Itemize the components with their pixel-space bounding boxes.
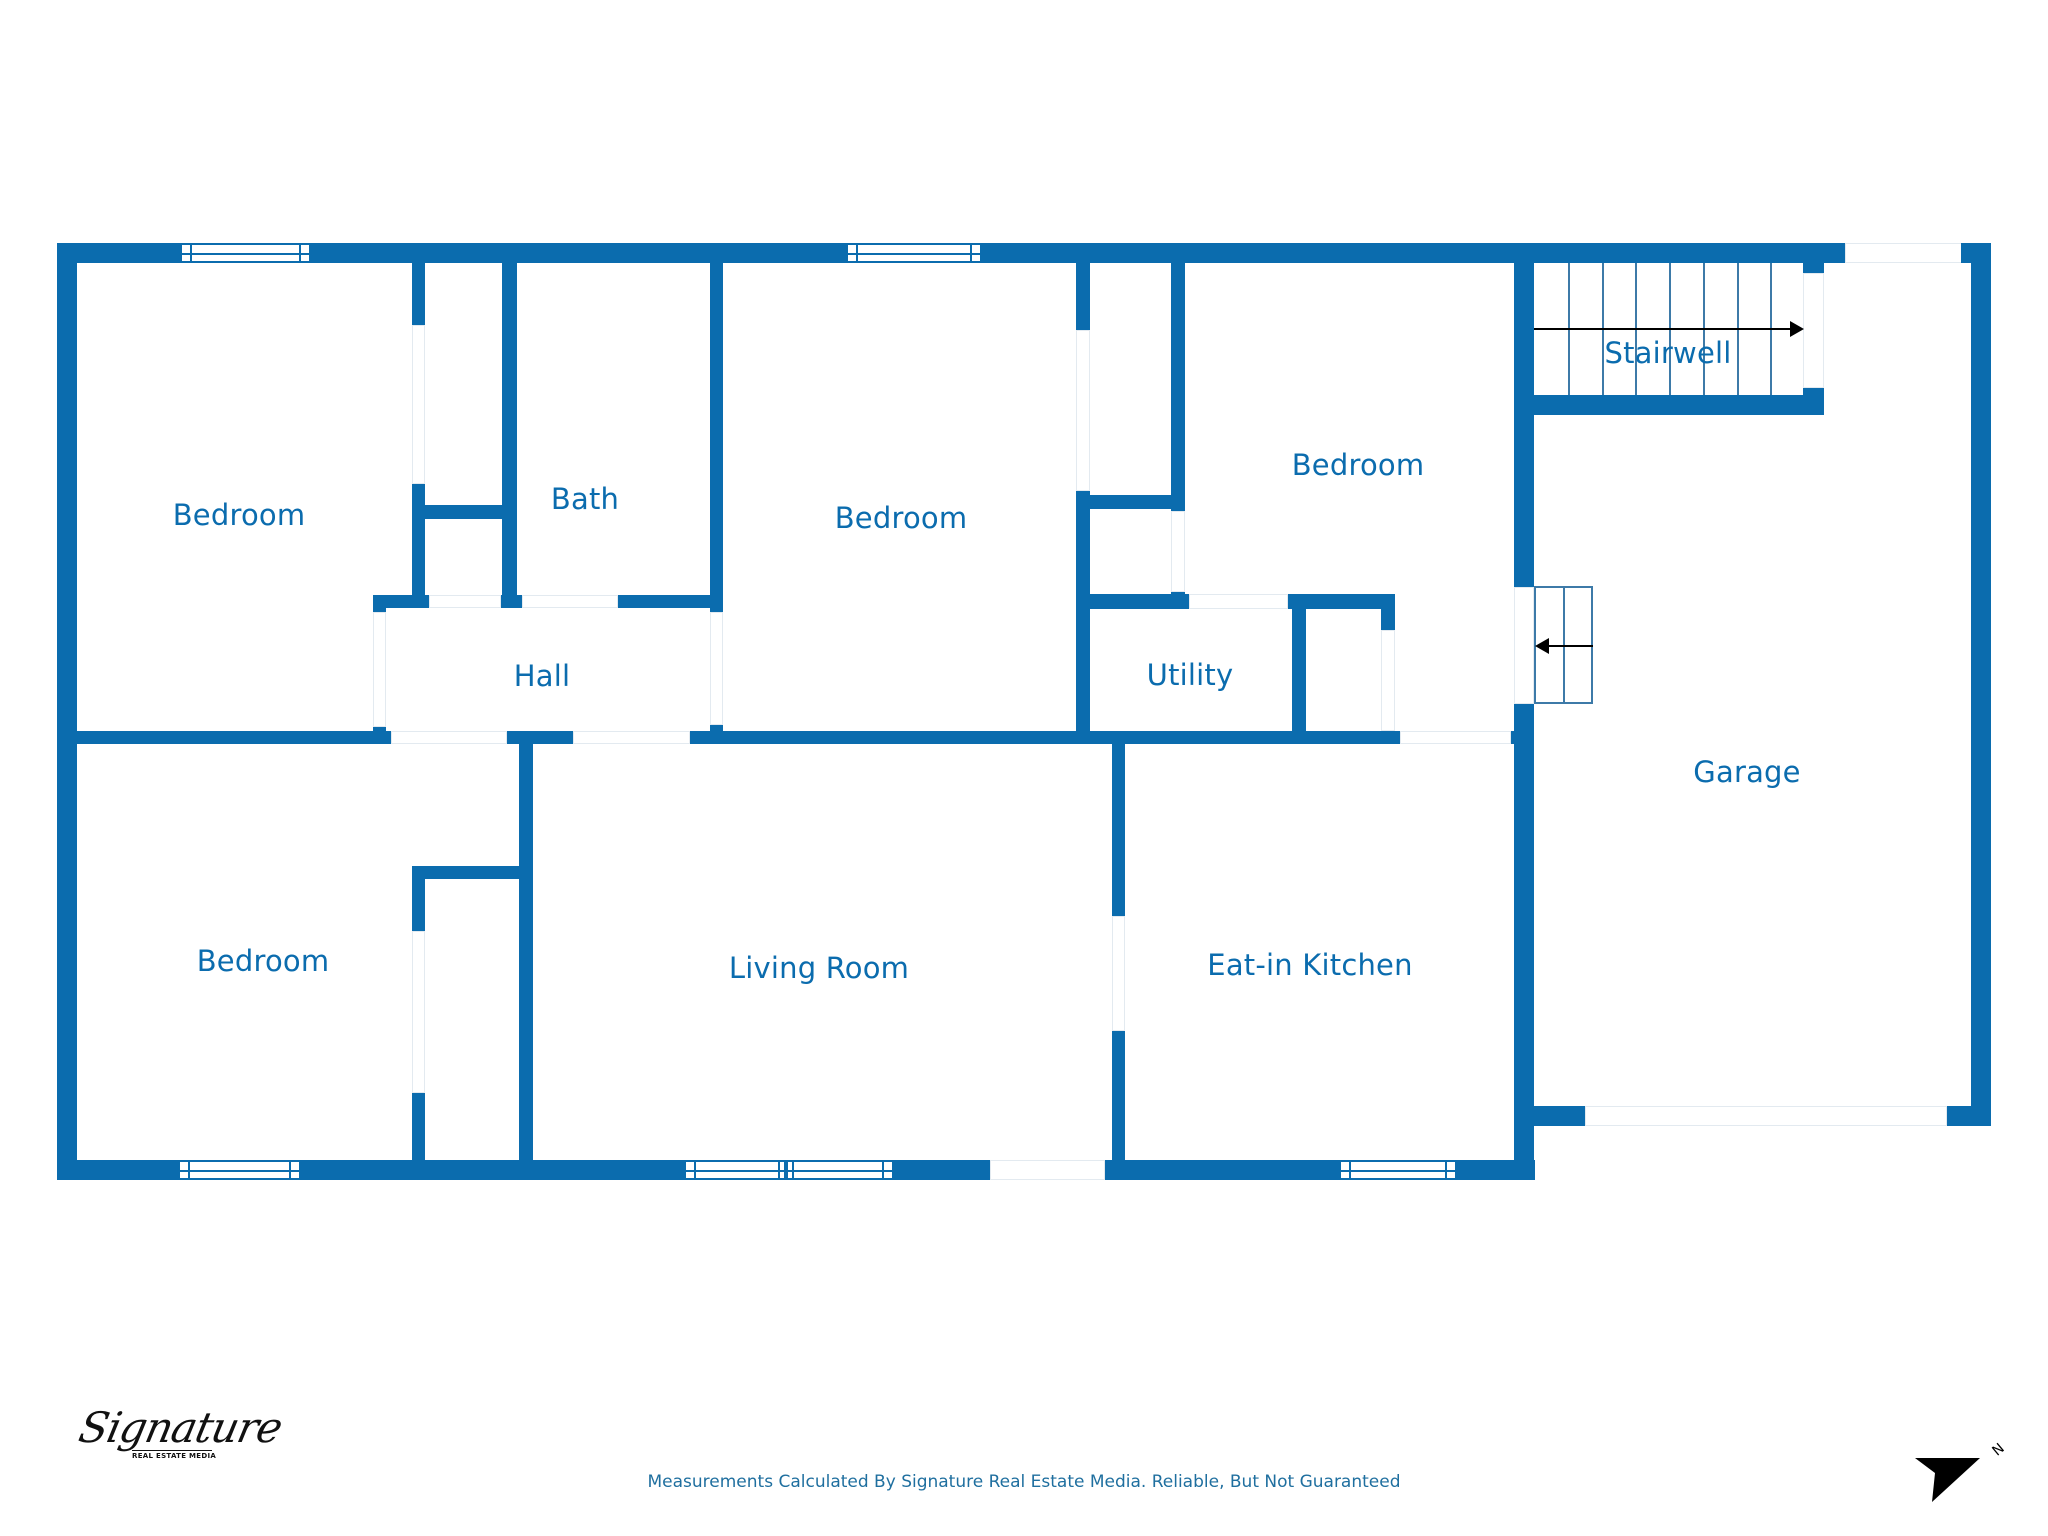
room-label-living-room: Living Room [728,951,910,985]
hall-left-opening [373,612,386,727]
wall-closet-shelf [425,505,503,519]
bedroom3-kitchen-opening [1400,731,1511,744]
window-top-1 [180,243,311,263]
room-label-eat-in-kitchen: Eat-in Kitchen [1207,948,1413,982]
utility-door [1189,594,1288,609]
utility-top-seg2 [1288,594,1395,609]
garage-door-opening [1585,1106,1947,1126]
wall-garage-right [1971,243,1991,1126]
wall-closet-split [1090,495,1185,509]
utility-top-seg1 [1090,594,1189,609]
signature-logo: Signature REAL ESTATE MEDIA [72,1395,286,1475]
compass-arrow-shape: N [1915,1440,2008,1502]
garage-bottom-left [1534,1106,1585,1126]
wall-bath-left [502,263,517,608]
room-label-bedroom-1: Bedroom [172,498,306,532]
stair-arrow-icon [1790,321,1804,337]
logo-subtitle: REAL ESTATE MEDIA [132,1452,217,1460]
hall-top-stub [373,595,386,612]
garage-bottom-right [1947,1106,1991,1126]
bath-door [522,595,618,608]
garage-entry-door [1514,587,1534,704]
window-bottom-1 [178,1160,301,1180]
hall-closet-door [429,595,501,608]
wall-bath-right [710,263,723,612]
window-bottom-2b [786,1160,894,1180]
bed2-closet-door [1076,330,1090,491]
wall-garage-divider-lower [1514,704,1534,1180]
room-label-utility: Utility [1146,658,1234,692]
window-bottom-3 [1339,1160,1457,1180]
room-label-garage: Garage [1693,755,1801,789]
small-closet-door [1381,630,1395,731]
wall-bed4-living [519,744,533,1160]
hall-stub-left [373,727,386,733]
stair-right-stub-bottom [1803,388,1824,396]
garage-top-opening [1845,243,1962,263]
room-label-bedroom-4: Bedroom [196,944,330,978]
hall-right-door [710,612,723,725]
logo-script: Signature [74,1403,287,1452]
stair-exit-opening [1803,273,1824,388]
wall-utility-right [1292,609,1306,731]
room-label-bath: Bath [550,482,620,516]
wall-left [57,243,77,1180]
wall-bed1-closet-upper [412,263,425,325]
room-label-bedroom-3: Bedroom [1291,448,1425,482]
logo-underline [132,1450,212,1451]
living-kitchen-opening [1112,916,1125,1031]
wall-bed1-closet-lower [412,484,425,608]
stair-right-stub-top [1803,263,1824,273]
garage-step-arrow-icon [1535,638,1549,654]
wall-bed3-left [1171,263,1185,511]
room-label-bedroom-2: Bedroom [834,501,968,535]
wall-bed4-closet-top [412,866,519,879]
hall-stub-right [710,725,723,733]
wall-small-closet-upper [1381,609,1395,630]
hall-door-bedroom4 [391,731,507,744]
hall-top-seg2 [501,595,522,608]
wall-bed4-closet-lower [412,1093,425,1160]
garage-step-direction-line [1548,645,1593,647]
bed1-closet-door [412,325,425,484]
bed3-closet-door [1171,511,1185,592]
window-top-2 [846,243,982,263]
compass-north-letter: N [1989,1440,2007,1459]
stair-bottom-wall [1534,395,1824,415]
wall-mid-left [77,731,391,744]
wall-mid-hall-bottom [507,731,573,744]
measurement-disclaimer: Measurements Calculated By Signature Rea… [647,1472,1401,1492]
wall-living-kitchen-upper [1112,744,1125,916]
wall-living-kitchen-lower [1112,1031,1125,1160]
wall-garage-divider-upper [1514,263,1534,587]
front-door-opening [990,1160,1105,1180]
bed4-closet-door [412,931,425,1093]
hall-top-seg3 [618,595,723,608]
window-bottom-2a [684,1160,786,1180]
stair-direction-line [1534,328,1792,330]
wall-mid-right [690,731,1400,744]
wall-bed2-closet-upper [1076,263,1090,330]
room-label-stairwell: Stairwell [1604,336,1732,370]
wall-bed2-closet-lower [1076,491,1090,744]
room-label-hall: Hall [513,659,571,693]
hall-top-seg1 [373,595,429,608]
hall-door-living [573,731,690,744]
north-arrow-icon: N [1905,1440,2015,1510]
wall-bed4-closet-upper [412,866,425,931]
